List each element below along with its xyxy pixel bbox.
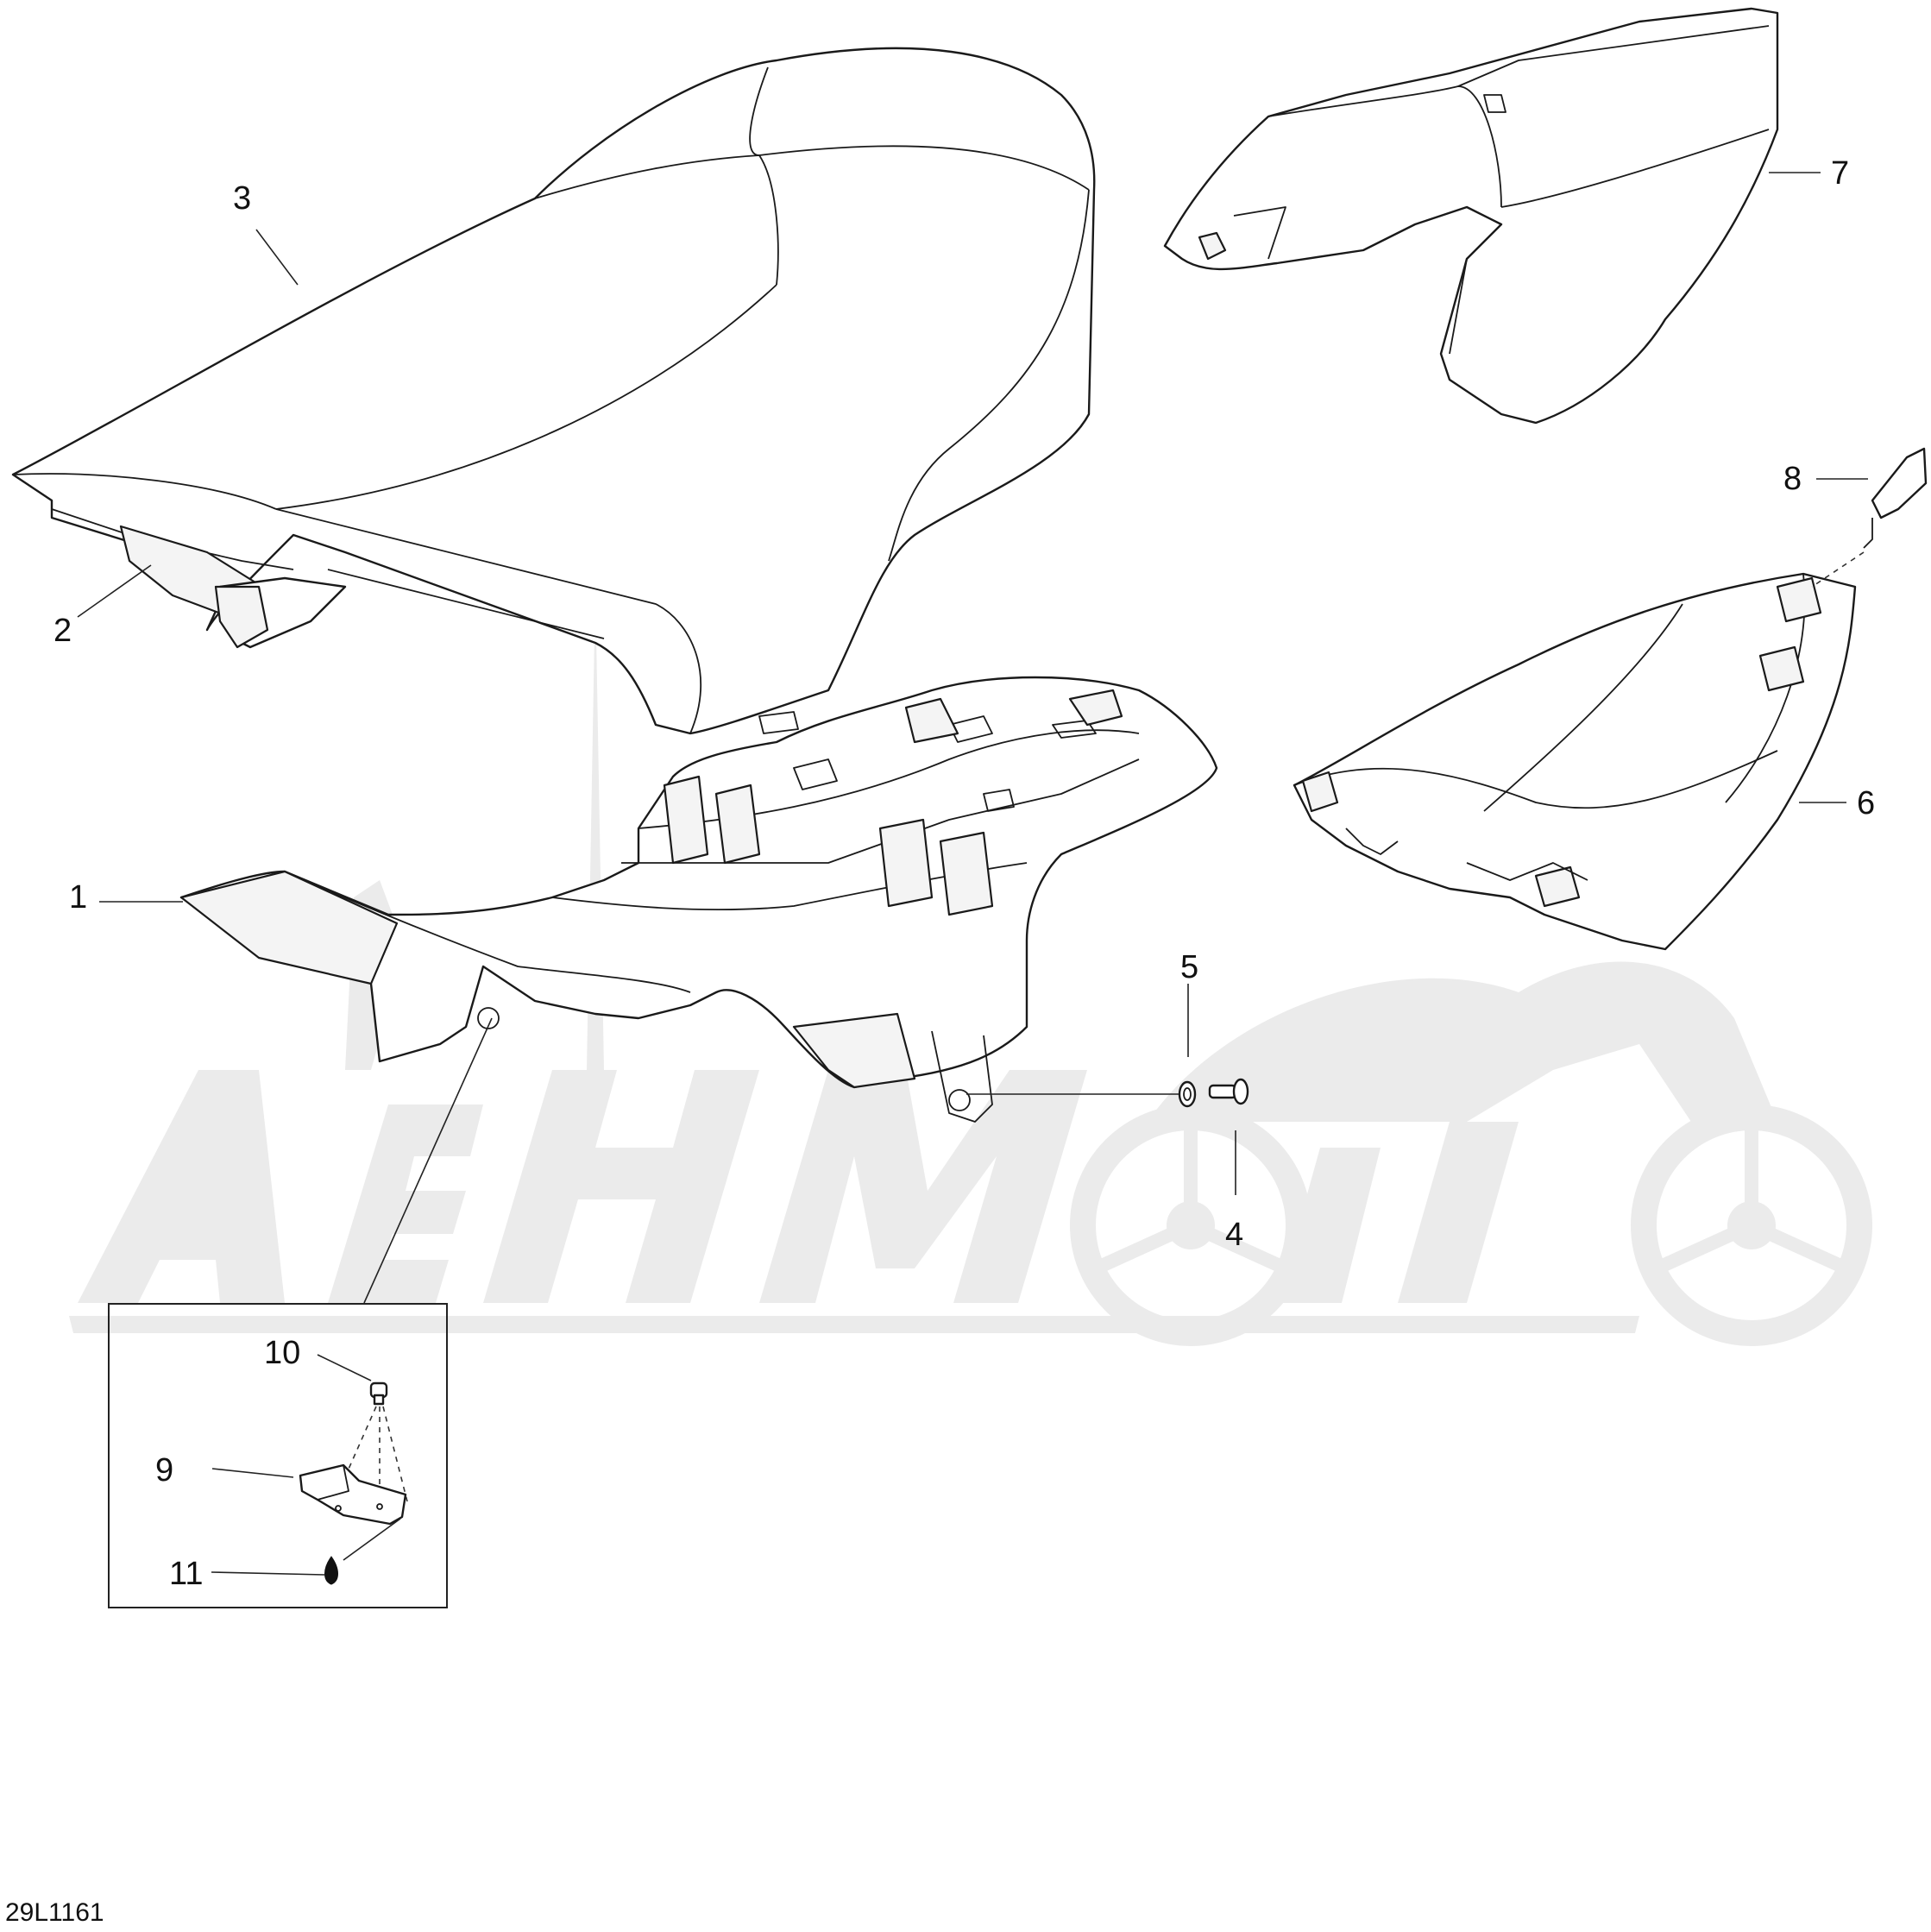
- callout-1: 1: [69, 879, 87, 916]
- callout-5: 5: [1180, 949, 1198, 985]
- seat-part-3: [11, 47, 1096, 735]
- callout-6: 6: [1857, 785, 1875, 821]
- callout-9: 9: [155, 1452, 173, 1488]
- callout-8: 8: [1783, 461, 1802, 497]
- callout-4: 4: [1225, 1217, 1243, 1253]
- screw-part-10: [369, 1381, 388, 1406]
- leader-lines: [77, 172, 1868, 1576]
- callout-3: 3: [233, 180, 251, 217]
- latch-part-8: [1811, 447, 1928, 588]
- drawing-code: 29L1161: [5, 1898, 104, 1927]
- washer-part-5: [1178, 1080, 1197, 1108]
- callout-labels: 1 2 3 4 5 6 7 8 9 10 11: [53, 155, 1875, 1592]
- seat-latch-part-2: [214, 585, 269, 649]
- rear-tray-part-6: [1293, 572, 1857, 951]
- seat-base-part-1: [179, 676, 1218, 1123]
- callout-11: 11: [169, 1556, 203, 1592]
- adhesive-drop-icon: [324, 1556, 338, 1585]
- screw-part-4: [1208, 1078, 1249, 1105]
- bracket-part-9: [299, 1463, 407, 1526]
- side-cover-part-7: [1163, 7, 1779, 425]
- callout-10: 10: [264, 1335, 300, 1371]
- callout-2: 2: [53, 613, 72, 649]
- detail-inset: [108, 1017, 493, 1608]
- callout-7: 7: [1831, 155, 1849, 192]
